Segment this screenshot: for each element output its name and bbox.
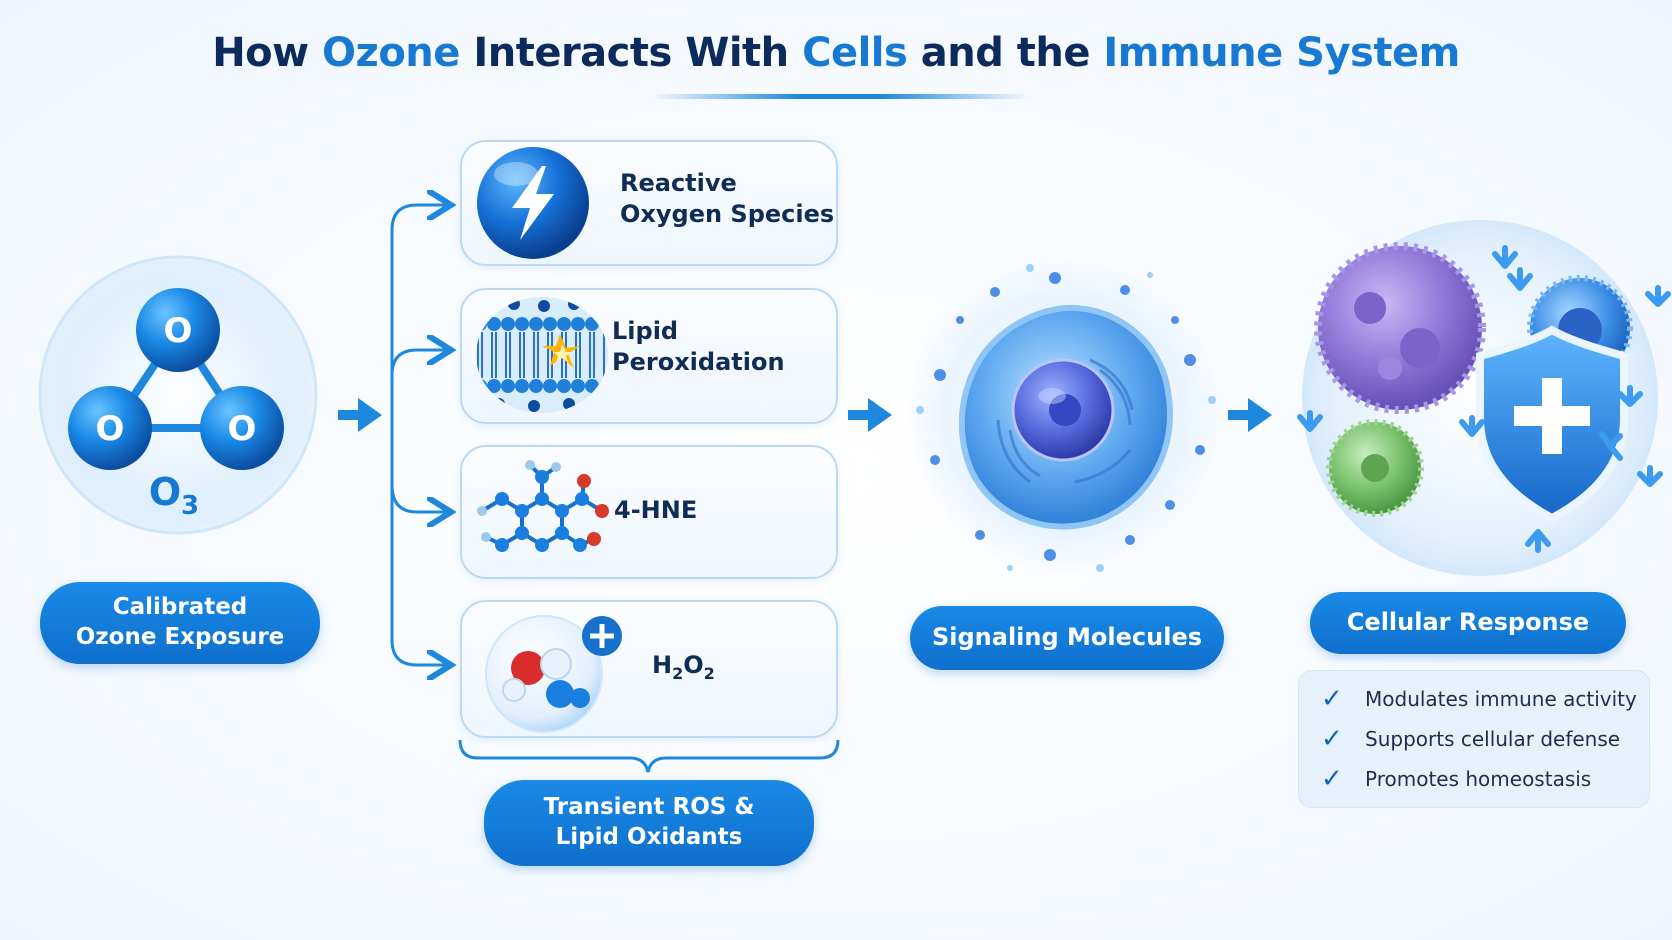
arrow-right-icon: [848, 398, 892, 432]
h2o2-molecule-icon: [474, 606, 624, 738]
oxygen-atom: [200, 386, 284, 470]
ozone-exposure-label: Calibrated Ozone Exposure: [40, 582, 320, 664]
arrow-right-icon: [1228, 398, 1272, 432]
molecule-icon: [472, 453, 612, 575]
atom-label: O: [164, 311, 193, 351]
label-line: Ozone Exposure: [75, 624, 285, 650]
title-highlight-cells: Cells: [802, 30, 908, 76]
checkmark-icon: ✓: [1321, 684, 1343, 714]
formula-o: O: [683, 651, 704, 679]
response-checklist: ✓ Modulates immune activity ✓ Supports c…: [1298, 670, 1650, 808]
cell-icon: [900, 250, 1230, 580]
label-text: Cellular Response: [1346, 608, 1590, 637]
title-highlight-immune: Immune System: [1103, 30, 1460, 76]
transient-ros-label: Transient ROS & Lipid Oxidants: [484, 780, 814, 866]
checklist-item: ✓ Supports cellular defense: [1299, 719, 1649, 759]
checklist-text: Supports cellular defense: [1365, 727, 1621, 751]
card-lipid-peroxidation: Lipid Peroxidation: [460, 288, 838, 424]
card-4-hne: 4-HNE: [460, 445, 838, 579]
formula-h: H: [652, 651, 673, 679]
title-highlight-ozone: Ozone: [322, 30, 460, 76]
card-label-line: Reactive: [620, 169, 737, 197]
checklist-item: ✓ Promotes homeostasis: [1299, 759, 1649, 799]
arrow-right-icon: [338, 398, 382, 432]
formula-o: O: [149, 470, 181, 514]
title-text: Interacts With: [459, 30, 803, 76]
card-label-line: Oxygen Species: [620, 200, 835, 229]
formula-subscript: 3: [181, 491, 199, 521]
formula-subscript: 2: [703, 663, 715, 683]
atom-label: O: [96, 409, 125, 449]
card-label-line: 4-HNE: [614, 496, 698, 524]
label-line: Lipid Oxidants: [555, 824, 743, 850]
group-bracket: [458, 739, 840, 773]
lightning-icon: [474, 144, 592, 266]
title-underline: [650, 94, 1030, 99]
signaling-molecules-label: Signaling Molecules: [910, 606, 1224, 670]
title-text: How: [212, 30, 323, 76]
lipid-bilayer-icon: [474, 294, 610, 420]
checklist-item: ✓ Modulates immune activity: [1299, 679, 1649, 719]
card-h2o2: H2O2: [460, 600, 838, 738]
page-title: How Ozone Interacts With Cells and the I…: [0, 30, 1672, 76]
label-text: Signaling Molecules: [931, 623, 1203, 652]
checklist-text: Modulates immune activity: [1365, 687, 1637, 711]
card-reactive-oxygen-species: Reactive Oxygen Species: [460, 140, 838, 266]
label-line: Transient ROS &: [543, 794, 755, 821]
card-label-line: Peroxidation: [612, 348, 785, 377]
cellular-response-label: Cellular Response: [1310, 592, 1626, 654]
immune-shield-icon: [1280, 218, 1671, 588]
oxygen-atom: [68, 386, 152, 470]
checkmark-icon: ✓: [1321, 764, 1343, 794]
branch-lines: [390, 205, 445, 665]
ozone-molecule-icon: O O O O 3: [30, 250, 330, 540]
atom-label: O: [228, 409, 257, 449]
checklist-text: Promotes homeostasis: [1365, 767, 1592, 791]
checkmark-icon: ✓: [1321, 724, 1343, 754]
formula-subscript: 2: [672, 663, 684, 683]
card-label-line: Lipid: [612, 317, 679, 345]
label-line: Calibrated: [112, 594, 248, 621]
title-text: and the: [907, 30, 1104, 76]
oxygen-atom: [136, 288, 220, 372]
